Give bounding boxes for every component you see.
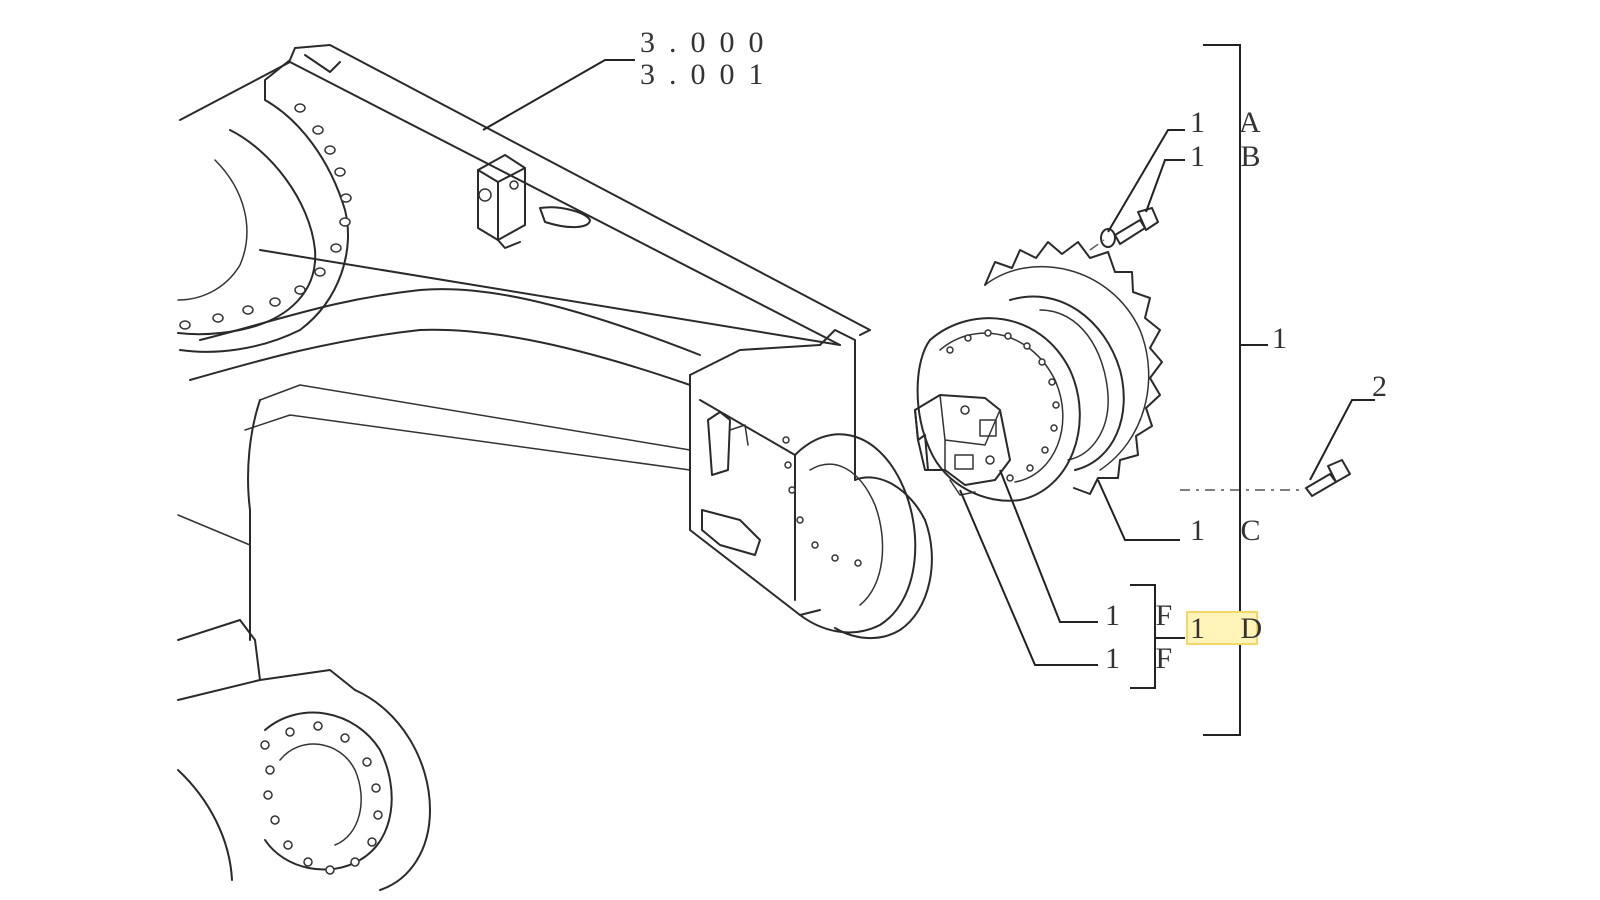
callout-1A[interactable]: 1 A [1190,106,1275,139]
callout-1C[interactable]: 1 C [1190,514,1275,547]
leader-lines [482,44,1375,736]
track-frame [177,44,933,891]
mounting-block [477,154,591,249]
assembly-axis-lower [1180,487,1307,491]
final-drive-motor [914,241,1163,502]
callout-2[interactable]: 2 [1372,370,1401,403]
lower-ring-mount [177,619,431,891]
callout-1F-lower[interactable]: 1 F [1105,642,1186,675]
motor-bolt-circle [946,329,1060,482]
motor-mount-housing [689,329,933,640]
ring-bolt-holes [179,103,352,330]
callout-1B[interactable]: 1 B [1190,140,1275,173]
callout-1D[interactable]: 1 D [1190,612,1276,645]
mounting-bolt-2 [1305,459,1351,497]
callout-1[interactable]: 1 [1272,322,1301,355]
assembly-axis-upper [1089,239,1105,251]
callout-1D-highlight [1186,611,1258,645]
callout-1F-upper[interactable]: 1 F [1105,599,1186,632]
callout-3000[interactable]: 3.000 [640,26,778,59]
callout-3001[interactable]: 3.001 [640,58,778,91]
